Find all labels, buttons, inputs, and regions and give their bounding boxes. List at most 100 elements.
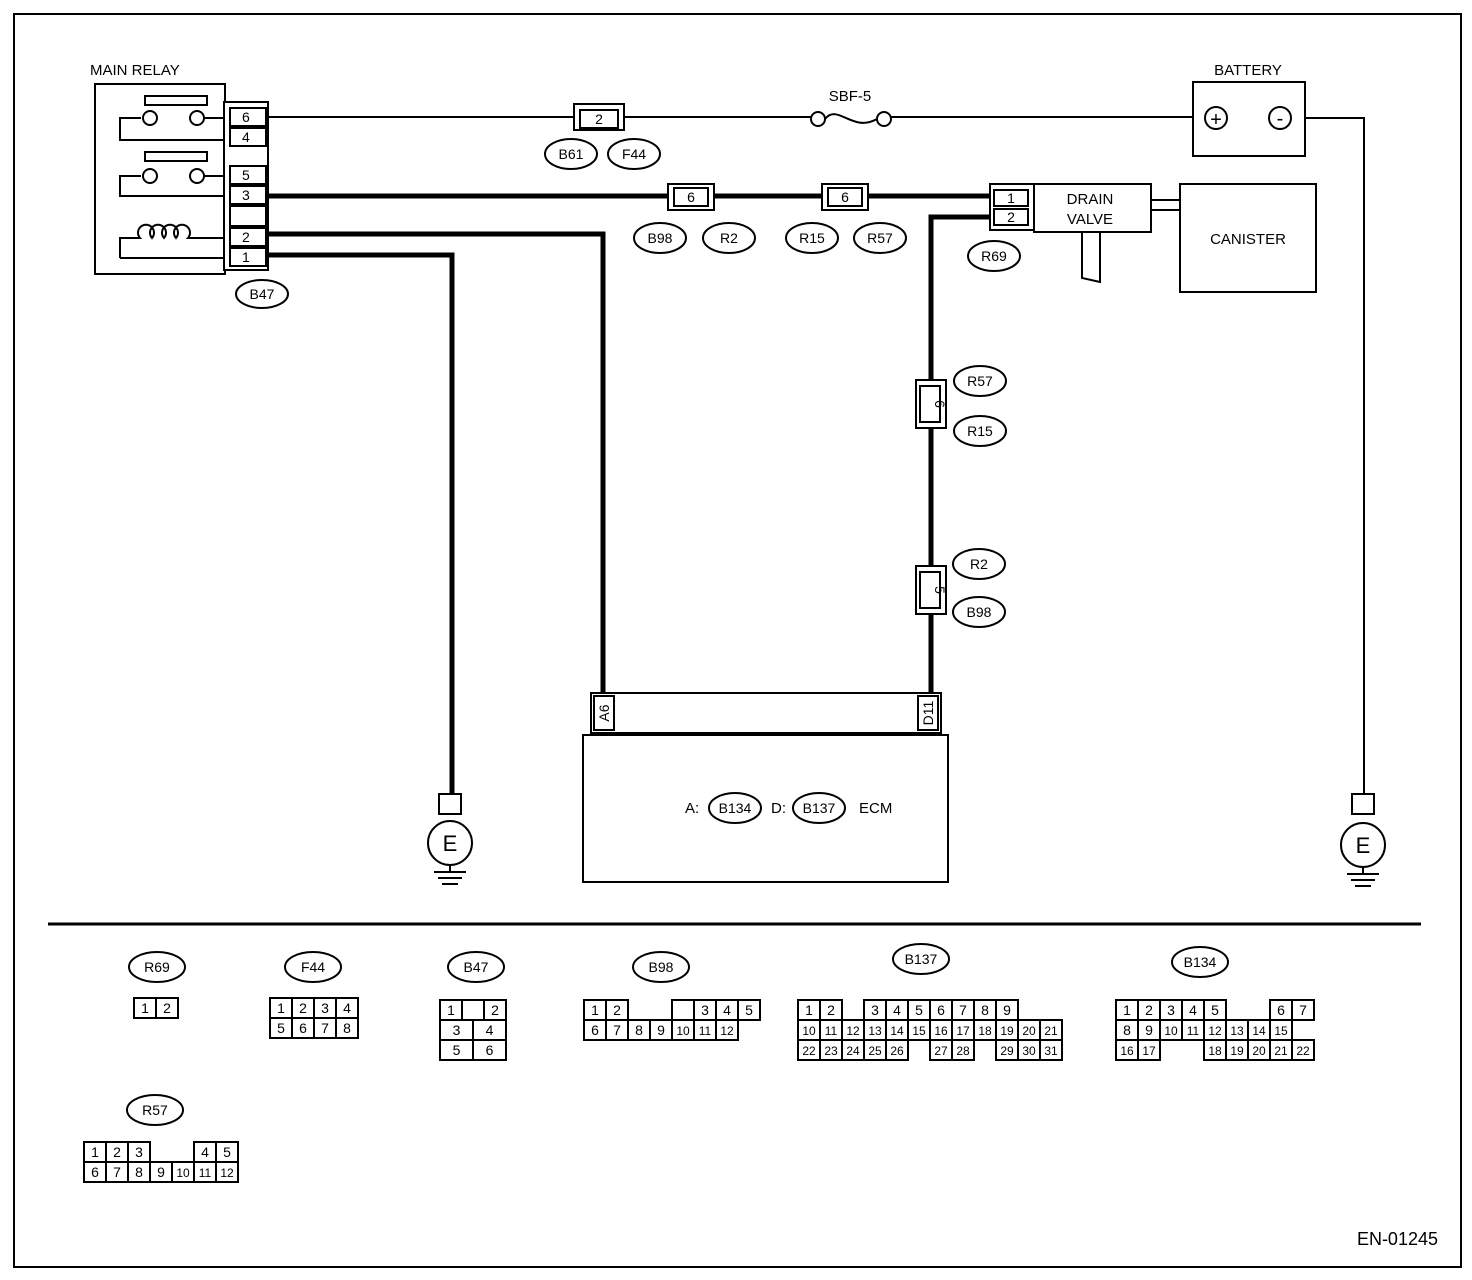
connector-ref-r69: R69 (981, 248, 1007, 264)
wire-relay1-ground (268, 252, 455, 796)
legend-pin-number: 4 (343, 1000, 351, 1016)
ecm-d-prefix: D: (771, 800, 786, 817)
legend-pin-number: 25 (868, 1044, 882, 1058)
legend-connector-r69-label: R69 (144, 959, 170, 975)
legend-pin-number: 8 (135, 1164, 143, 1180)
drain-valve-body (1033, 183, 1152, 233)
legend-pin-cell (1291, 999, 1315, 1021)
legend-pin-number: 4 (893, 1002, 901, 1018)
legend-pin-number: 1 (805, 1002, 813, 1018)
legend-pin-number: 12 (1208, 1024, 1222, 1038)
connector-ref-r15: R15 (799, 230, 825, 246)
legend-pin-number: 19 (1230, 1044, 1244, 1058)
legend-pin-number: 9 (1145, 1022, 1153, 1038)
legend-pin-number: 3 (321, 1000, 329, 1016)
legend-pin-number: 2 (163, 1000, 171, 1016)
relay-pin: 1 (242, 249, 250, 265)
relay-contact-terminal (189, 110, 205, 126)
canister: CANISTER (1179, 183, 1317, 293)
canister-label: CANISTER (1210, 231, 1286, 248)
connector-ref-b47-label: B47 (250, 286, 275, 302)
legend-pin-number: 21 (1044, 1024, 1058, 1038)
relay-contact-wire (119, 175, 224, 197)
relay-contact-terminal (189, 168, 205, 184)
legend-pin-number: 8 (343, 1020, 351, 1036)
ecm-label: ECM (859, 800, 892, 817)
legend-pin-number: 11 (1187, 1024, 1200, 1038)
connector-ref-r2: R2 (720, 230, 738, 246)
legend-connector-b47-label: B47 (464, 959, 489, 975)
inline-connector-r57-r15-vertical: 6 R57 R15 (915, 365, 1007, 447)
legend-pin-number: 13 (868, 1024, 882, 1038)
battery-label: BATTERY (1214, 62, 1282, 79)
connector-ref-r15-vertical: R15 (967, 423, 993, 439)
legend-pin-number: 2 (491, 1002, 499, 1018)
legend-connector-b134 (1171, 946, 1229, 978)
legend-pin-number: 3 (871, 1002, 879, 1018)
legend-pin-number: 18 (978, 1024, 992, 1038)
legend-pin-cell (155, 997, 179, 1019)
legend-pin-number: 6 (91, 1164, 99, 1180)
connector-ref-b98: B98 (648, 230, 673, 246)
legend-pin-number: 6 (299, 1020, 307, 1036)
legend-pin-number: 28 (956, 1044, 970, 1058)
legend-pin-number: 8 (635, 1022, 643, 1038)
legend-pin-number: 10 (802, 1024, 816, 1038)
legend-pin-number: 2 (299, 1000, 307, 1016)
connector-ref-r57-vertical: R57 (967, 373, 993, 389)
battery-minus-sign: - (1277, 108, 1284, 130)
legend-pin-number: 27 (934, 1044, 948, 1058)
legend-pin-number: 2 (613, 1002, 621, 1018)
inline-connector-r15-r57: 6 R15 R57 (785, 183, 907, 254)
legend-pin-number: 20 (1022, 1024, 1036, 1038)
drain-valve-pin: 2 (1007, 209, 1015, 225)
battery: BATTERY + - (1192, 62, 1306, 157)
legend-pin-number: 12 (720, 1024, 734, 1038)
drain-valve-label-2: VALVE (1067, 211, 1113, 228)
relay-contact-terminal (142, 168, 158, 184)
legend-pin-number: 7 (613, 1022, 621, 1038)
legend-pin-cell (951, 1039, 975, 1061)
connector-ref-r57: R57 (867, 230, 893, 246)
legend-pin-number: 9 (657, 1022, 665, 1038)
legend-connector-b98-label: B98 (649, 959, 674, 975)
relay-contact-bar (144, 151, 208, 162)
connector-ref-r2-vertical: R2 (970, 556, 988, 572)
legend-pin-number: 3 (453, 1022, 461, 1038)
legend-pin-number: 14 (890, 1024, 904, 1038)
inline-connector-pin: 6 (687, 189, 695, 205)
legend-pin-number: 4 (1189, 1002, 1197, 1018)
legend-pin-number: 22 (802, 1044, 816, 1058)
legend-pin-number: 12 (846, 1024, 860, 1038)
canister-body (1179, 183, 1317, 293)
legend-pin-cell (1039, 1039, 1063, 1061)
legend-pin-number: 5 (277, 1020, 285, 1036)
legend-connector-b134-label: B134 (1184, 954, 1217, 970)
legend-pin-number: 7 (321, 1020, 329, 1036)
ground-left: E (427, 793, 473, 885)
connector-ref-b98-vertical: B98 (967, 604, 992, 620)
legend-pin-number: 23 (824, 1044, 838, 1058)
inline-connector-pin: 6 (932, 400, 948, 408)
legend-pin-number: 1 (591, 1002, 599, 1018)
legend-pin-number: 3 (1167, 1002, 1175, 1018)
legend-pin-number: 2 (113, 1144, 121, 1160)
legend-pin-number: 4 (486, 1022, 494, 1038)
legend-pin-number: 3 (701, 1002, 709, 1018)
ecm-connector-d: B137 (803, 800, 836, 816)
legend-pin-number: 5 (223, 1144, 231, 1160)
relay-pin: 3 (242, 187, 250, 203)
legend-pin-number: 2 (827, 1002, 835, 1018)
inline-connector-pin: 5 (932, 586, 948, 594)
legend-pin-cell (715, 1019, 739, 1041)
legend-pin-number: 16 (934, 1024, 948, 1038)
legend-connector-r69 (128, 951, 186, 983)
legend-pin-number: 8 (1123, 1022, 1131, 1038)
legend-pin-number: 2 (1145, 1002, 1153, 1018)
wire-battery-ground (1296, 117, 1365, 795)
relay-pin: 2 (242, 229, 250, 245)
ecm-body (582, 734, 949, 883)
relay-pin: 6 (242, 109, 250, 125)
legend-pin-number: 13 (1230, 1024, 1244, 1038)
ecm-pin-a6: A6 (596, 704, 612, 721)
